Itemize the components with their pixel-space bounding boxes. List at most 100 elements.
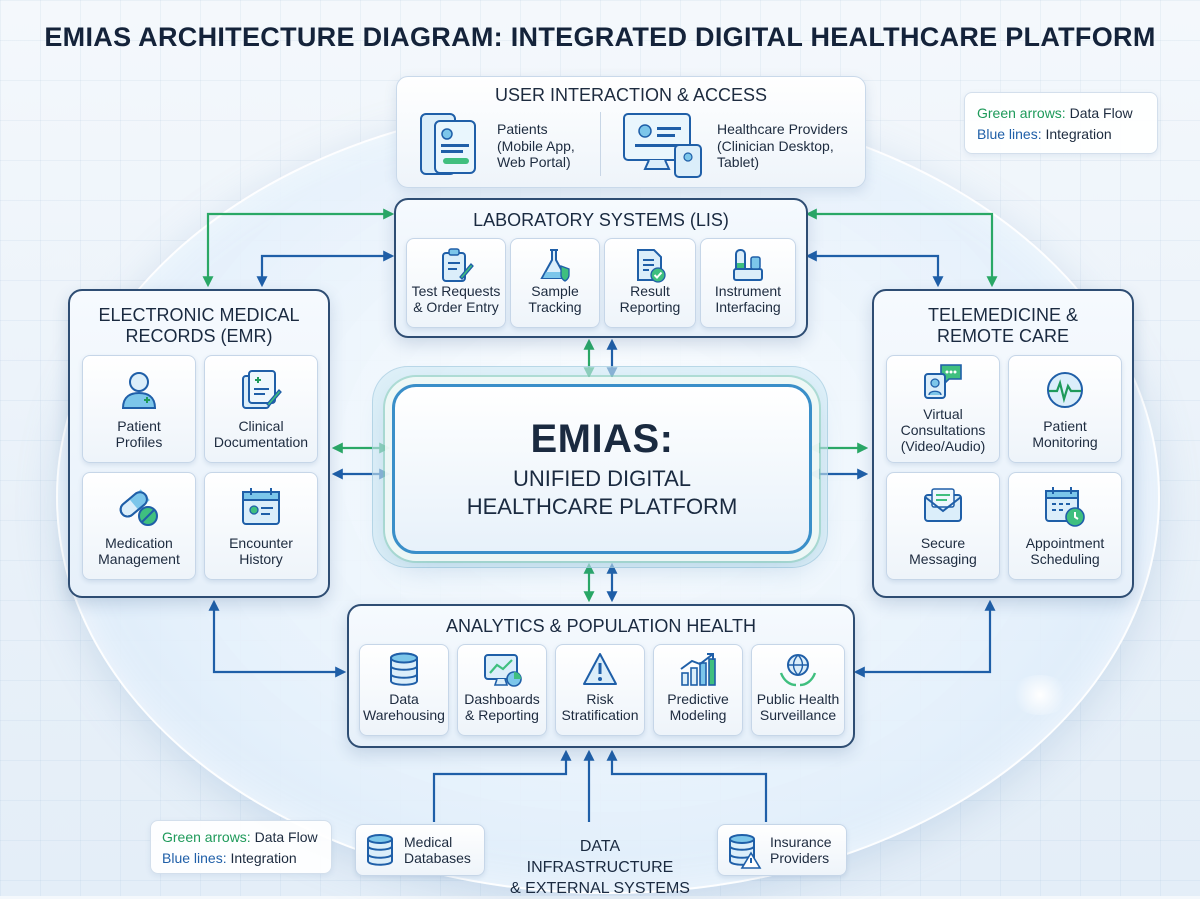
label-line: Risk	[586, 691, 614, 707]
chat-person-icon	[924, 364, 962, 399]
arrow-emr-lis-integration	[256, 250, 395, 288]
arrow-lis-tele-integration	[805, 250, 944, 288]
label-line: Clinical	[238, 418, 284, 434]
user-access-divider	[600, 112, 601, 176]
hub-subtitle-line-1: UNIFIED DIGITAL	[512, 466, 692, 491]
patient-icon	[121, 372, 157, 409]
emr-title-line-1: ELECTRONIC MEDICAL	[98, 305, 300, 325]
diagram-title: EMIAS ARCHITECTURE DIAGRAM: INTEGRATED D…	[44, 22, 1156, 52]
label-line: & Order Entry	[413, 299, 499, 315]
legend-integration-text: Integration	[226, 850, 297, 866]
user-access-title: USER INTERACTION & ACCESS	[494, 85, 768, 105]
emr-title-line-2: RECORDS (EMR)	[125, 326, 273, 346]
label-line: Virtual	[923, 406, 963, 422]
tele-title-line-2: REMOTE CARE	[936, 326, 1069, 346]
database-warning-icon	[729, 834, 762, 869]
envelope-icon	[924, 488, 962, 522]
legend-flow-text: Data Flow	[1065, 105, 1133, 121]
infra-title-line-2: & EXTERNAL SYSTEMS	[510, 880, 690, 897]
label-line: Profiles	[115, 434, 163, 450]
providers-line-2: (Clinician Desktop,	[717, 137, 834, 154]
label-line: Monitoring	[1032, 434, 1098, 450]
infra-title-line-1: DATA INFRASTRUCTURE	[526, 838, 674, 876]
label-line: Sample	[531, 283, 579, 299]
patients-access-label: Patients (Mobile App, Web Portal)	[497, 121, 575, 171]
medical-document-icon	[242, 370, 282, 409]
user-access-panel: USER INTERACTION & ACCESS Patients (Mobi…	[396, 76, 866, 188]
document-check-icon	[637, 249, 666, 283]
patients-line-1: Patients	[497, 121, 548, 137]
providers-line-3: Tablet)	[717, 154, 760, 170]
label-line: Encounter	[229, 535, 293, 551]
label-line: Warehousing	[363, 707, 445, 723]
lis-card-test-requests[interactable]: Test Requests& Order Entry	[406, 238, 506, 328]
label-line: Predictive	[667, 691, 729, 707]
label-line: Messaging	[909, 551, 977, 567]
tele-title: TELEMEDICINE &REMOTE CARE	[874, 305, 1132, 347]
tele-title-line-1: TELEMEDICINE &	[927, 305, 1079, 325]
label-line: Interfacing	[715, 299, 781, 315]
infrastructure-title: DATA INFRASTRUCTURE & EXTERNAL SYSTEMS	[505, 836, 695, 899]
label-line: Modeling	[669, 707, 727, 723]
calendar-clock-icon	[1045, 487, 1085, 527]
label-line: (Video/Audio)	[900, 438, 986, 454]
patients-line-3: Web Portal)	[497, 154, 571, 170]
label-line: Providers	[770, 850, 830, 866]
database-icon	[390, 652, 418, 686]
analytics-card-dashboards[interactable]: Dashboards& Reporting	[457, 644, 547, 736]
legend-bottom-integration: Blue lines: Integration	[162, 848, 297, 868]
label-line: Databases	[404, 850, 471, 866]
clipboard-pen-icon	[442, 248, 474, 282]
label-line: Dashboards	[464, 691, 540, 707]
label-line: Consultations	[900, 422, 986, 438]
label-line: Data	[389, 691, 419, 707]
label-line: Patient	[1043, 418, 1087, 434]
emias-hub-subtitle: UNIFIED DIGITAL HEALTHCARE PLATFORM	[395, 465, 809, 521]
hub-subtitle-line-2: HEALTHCARE PLATFORM	[466, 494, 738, 519]
heartbeat-icon	[1047, 372, 1083, 408]
lis-card-test-requests-label: Test Requests& Order Entry	[407, 283, 505, 315]
warning-icon	[583, 653, 617, 685]
mobile-app-icon	[420, 113, 476, 175]
label-line: & Reporting	[465, 707, 539, 723]
globe-hands-icon	[779, 654, 817, 687]
label-line: Instrument	[714, 283, 782, 299]
label-line: Medication	[105, 535, 173, 551]
trend-bars-icon	[680, 653, 716, 686]
legend-integration-key: Blue lines:	[977, 126, 1042, 142]
label-line: Surveillance	[759, 707, 837, 723]
analytics-card-dashboards-label: Dashboards& Reporting	[458, 691, 546, 723]
label-line: Stratification	[561, 707, 639, 723]
label-line: Test Requests	[411, 283, 501, 299]
legend-flow-text: Data Flow	[250, 829, 318, 845]
